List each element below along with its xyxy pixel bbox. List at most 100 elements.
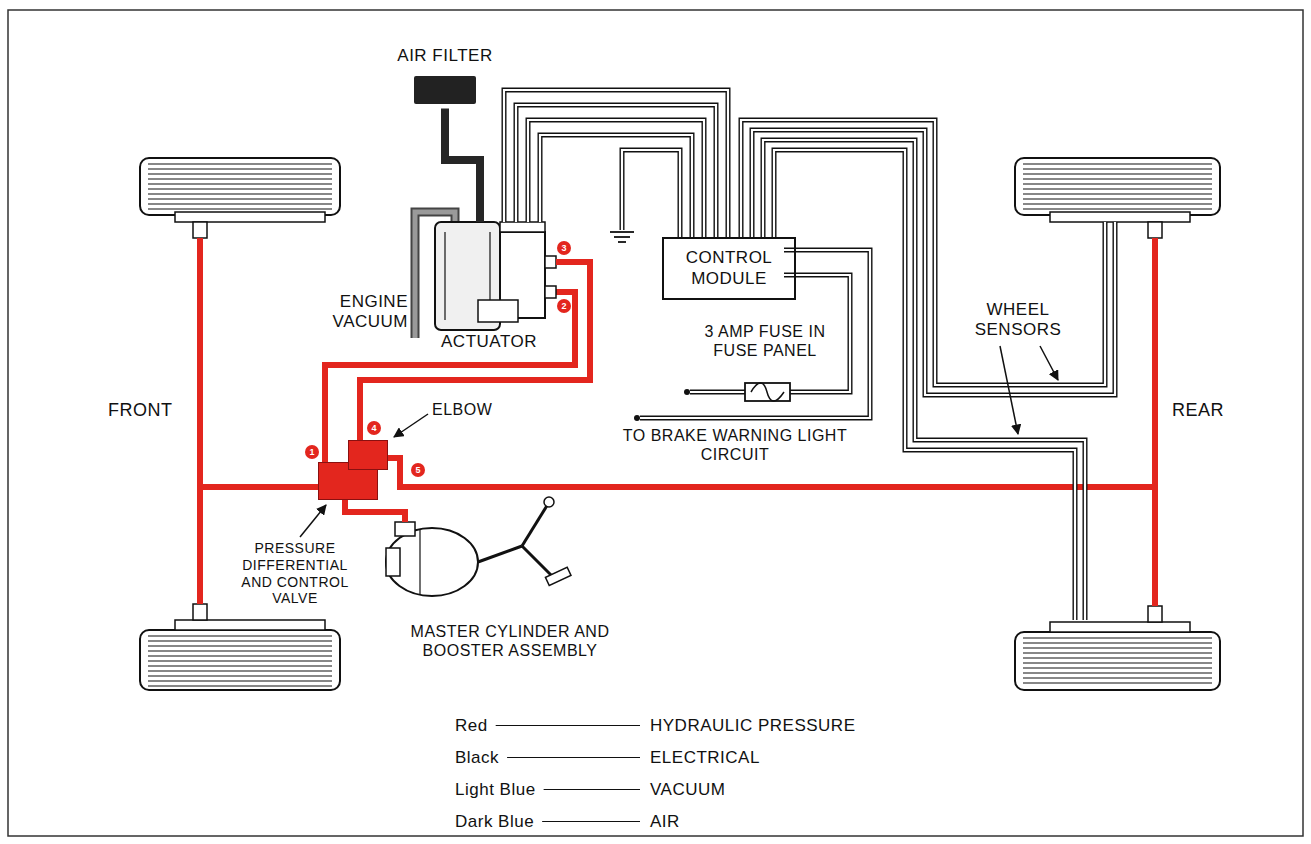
tire-tread — [148, 203, 332, 204]
legend-text: HYDRAULIC PRESSURE — [650, 716, 856, 736]
tire-tread — [1023, 647, 1212, 648]
actuator-body — [545, 286, 556, 298]
tire-tread — [148, 685, 332, 686]
tire-tread — [148, 655, 332, 656]
electrical-wire — [690, 390, 745, 395]
frame — [8, 10, 1303, 836]
actuator-body — [500, 222, 545, 232]
electrical-wire — [516, 105, 716, 237]
fuse-symbol — [684, 389, 690, 395]
master-cylinder-drawing — [386, 528, 478, 596]
tire-tread — [148, 665, 332, 666]
legend-line — [507, 757, 640, 758]
tire-tread — [1023, 163, 1212, 164]
legend-text: ELECTRICAL — [650, 748, 760, 768]
wire-core — [504, 90, 728, 237]
callout-number: 4 — [367, 421, 381, 435]
tire-tread — [148, 645, 332, 646]
tire-tread — [148, 198, 332, 199]
callout-number: 3 — [557, 241, 571, 255]
air-filter-box — [414, 76, 476, 104]
tire-tread — [148, 650, 332, 651]
part-label: WHEEL SENSORS — [962, 300, 1074, 341]
leader-line — [1040, 346, 1058, 380]
master-cylinder-drawing — [386, 497, 571, 596]
tire-tread — [148, 680, 332, 681]
wheel — [1148, 222, 1162, 238]
wheel — [140, 158, 340, 215]
master-cylinder-drawing — [544, 497, 554, 507]
actuator-body — [478, 300, 518, 322]
legend-color-name: Black — [455, 748, 565, 768]
electrical-wire — [540, 135, 692, 237]
tire-tread — [148, 660, 332, 661]
part-label: TO BRAKE WARNING LIGHT CIRCUIT — [615, 426, 855, 464]
legend-text: VACUUM — [650, 780, 725, 800]
wheel — [1015, 158, 1220, 215]
hydraulic-line — [360, 262, 590, 440]
tire-tread — [1023, 168, 1212, 169]
tire-tread — [148, 193, 332, 194]
tire-tread — [1023, 203, 1212, 204]
tire-tread — [148, 675, 332, 676]
elbow-fitting — [348, 440, 388, 470]
tire-tread — [148, 164, 1212, 686]
tire-tread — [1023, 198, 1212, 199]
master-cylinder-drawing — [395, 522, 415, 536]
axle-label: REAR — [1172, 400, 1242, 422]
callout-number: 5 — [411, 463, 425, 477]
node-label: PRESSURE DIFFERENTIAL AND CONTROL VALVE — [230, 540, 360, 607]
hydraulic-line — [1152, 238, 1158, 606]
tire-tread — [148, 208, 332, 209]
tire-tread — [148, 168, 332, 169]
tire-tread — [1023, 183, 1212, 184]
ground-symbol — [618, 241, 626, 243]
electrical-wire — [774, 150, 1075, 620]
wheel — [175, 620, 325, 630]
hydraulic-line — [197, 238, 203, 604]
ground-symbol — [610, 231, 634, 233]
tire-tread — [1023, 682, 1212, 683]
node-label: AIR FILTER — [397, 46, 492, 66]
air-filter: AIR FILTER — [385, 46, 505, 108]
wheel — [1050, 622, 1190, 632]
ground-symbol — [614, 236, 630, 238]
master-cylinder-drawing — [545, 567, 571, 585]
electrical-wire — [528, 120, 704, 237]
node-label: ACTUATOR — [441, 332, 537, 352]
electrical-wire — [504, 90, 728, 237]
fuse-symbol — [634, 383, 790, 421]
legend-line — [542, 821, 640, 822]
actuator-body — [444, 232, 445, 320]
electrical-wire — [774, 150, 1075, 620]
electrical-wire — [622, 150, 680, 237]
legend-color-name: Red — [455, 716, 565, 736]
tire-tread — [1023, 662, 1212, 663]
hydraulic-line — [200, 238, 1155, 606]
leader-line — [300, 346, 1058, 537]
control-valve: PRESSURE DIFFERENTIAL AND CONTROL VALVE — [318, 440, 392, 500]
legend-color-name: Dark Blue — [455, 812, 565, 832]
master-cylinder-drawing — [522, 546, 552, 576]
legend-line — [496, 725, 640, 726]
hydraulic-line — [200, 484, 318, 490]
master-cylinder-drawing — [478, 546, 522, 562]
master-cylinder-booster: MASTER CYLINDER AND BOOSTER ASSEMBLY — [380, 522, 640, 660]
tire-tread — [1023, 178, 1212, 179]
master-cylinder-drawing — [522, 504, 548, 546]
electrical-wire — [516, 105, 716, 237]
part-label: ENGINE VACUUM — [318, 292, 408, 333]
node-label: MASTER CYLINDER AND BOOSTER ASSEMBLY — [385, 622, 635, 660]
actuator: ACTUATOR — [422, 222, 556, 352]
wheel — [1015, 632, 1220, 690]
ground-symbol — [610, 232, 634, 242]
tire-tread — [1023, 667, 1212, 668]
tire-tread — [1023, 637, 1212, 638]
fuse-symbol — [745, 383, 790, 401]
tire-tread — [148, 635, 332, 636]
tire-tread — [1023, 672, 1212, 673]
actuator-body — [545, 256, 556, 268]
axle-label: FRONT — [108, 400, 188, 422]
tire-tread — [1023, 193, 1212, 194]
